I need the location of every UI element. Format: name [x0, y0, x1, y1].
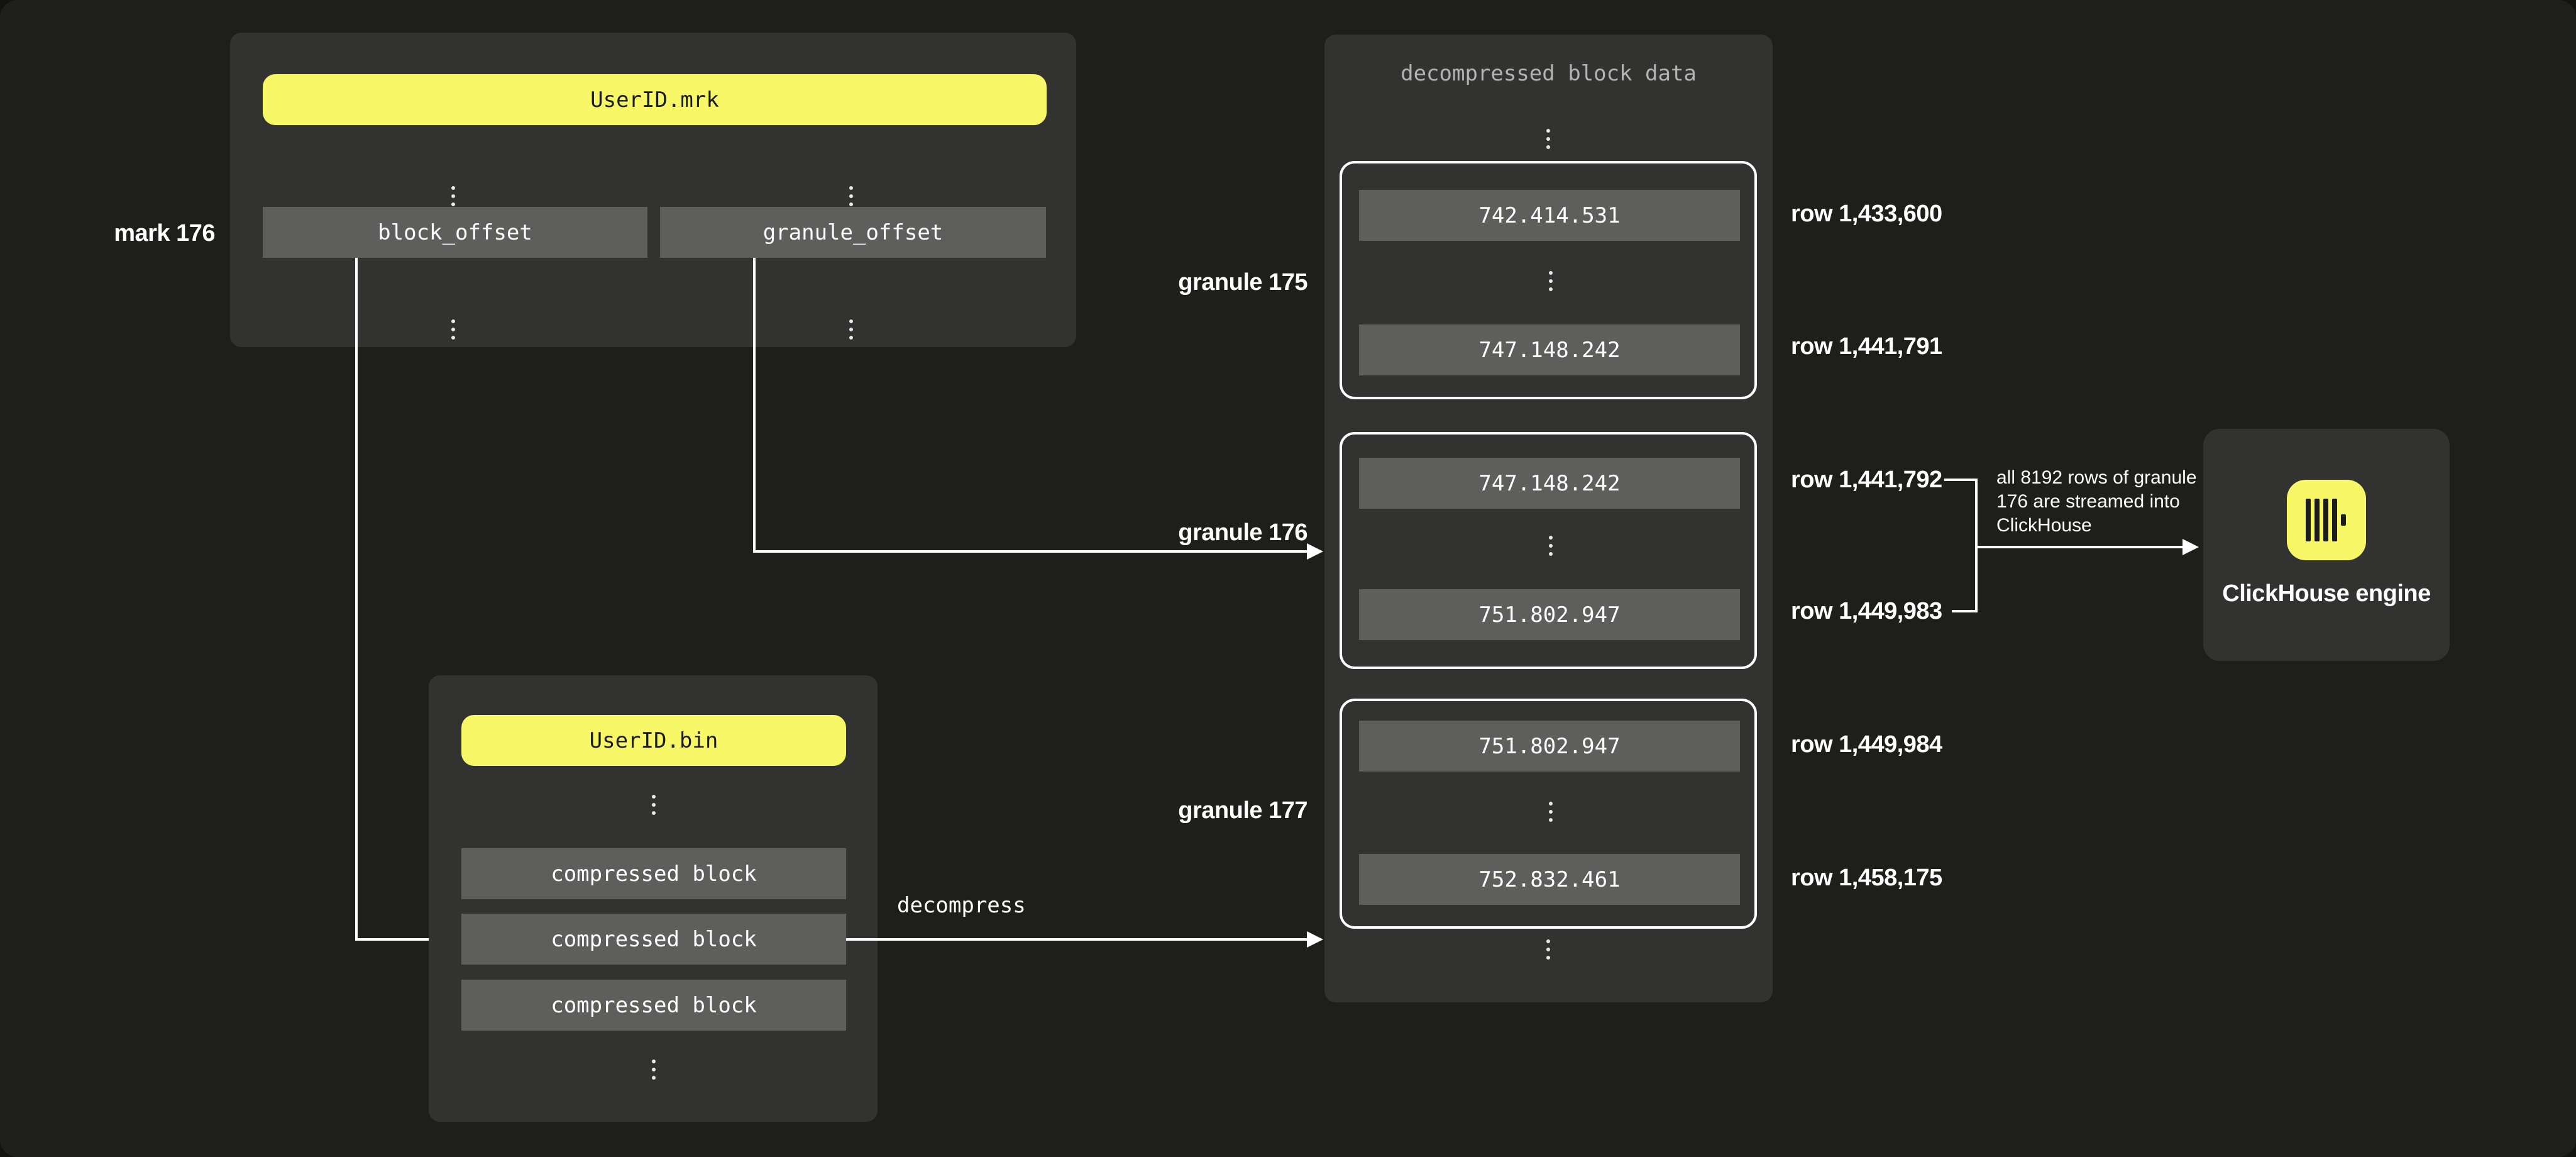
- connector-line: [355, 258, 358, 941]
- stream-annotation-line: 176 are streamed into: [1996, 491, 2180, 512]
- mark-label: mark 176: [114, 220, 215, 246]
- bin-file-panel: UserID.bin compressed block compressed b…: [429, 675, 878, 1122]
- mrk-file-panel: UserID.mrk block_offset granule_offset: [230, 33, 1076, 347]
- ellipsis-icon: [1546, 129, 1551, 149]
- granule-label-176: granule 176: [1178, 519, 1307, 546]
- compressed-block: compressed block: [461, 980, 846, 1031]
- row-label: row 1,449,983: [1791, 598, 1942, 624]
- connector-line: [753, 258, 756, 553]
- ellipsis-icon: [849, 319, 854, 340]
- granule-box-176: 747.148.242 751.802.947: [1340, 432, 1757, 669]
- value-cell: 752.832.461: [1359, 854, 1740, 905]
- ellipsis-icon: [1548, 271, 1553, 291]
- row-label: row 1,441,791: [1791, 333, 1942, 360]
- decompressed-title: decompressed block data: [1401, 61, 1697, 86]
- value-cell: 742.414.531: [1359, 190, 1740, 241]
- row-label: row 1,458,175: [1791, 865, 1942, 891]
- field-block-offset: block_offset: [263, 207, 647, 258]
- ellipsis-icon: [1546, 939, 1551, 960]
- value-cell: 747.148.242: [1359, 324, 1740, 375]
- stream-annotation: all 8192 rows of granule 176 are streame…: [1996, 466, 2197, 538]
- connector-line: [355, 938, 448, 941]
- clickhouse-engine-card: ClickHouse engine: [2203, 429, 2450, 661]
- ellipsis-icon: [451, 186, 456, 206]
- field-granule-offset: granule_offset: [660, 207, 1046, 258]
- value-cell: 751.802.947: [1359, 721, 1740, 772]
- engine-label: ClickHouse engine: [2222, 580, 2431, 607]
- bracket-line: [1952, 610, 1976, 612]
- row-label: row 1,449,984: [1791, 731, 1942, 758]
- granule-label-175: granule 175: [1178, 269, 1307, 296]
- bin-file-title: UserID.bin: [461, 715, 846, 766]
- connector-line: [846, 938, 1308, 941]
- mrk-file-title: UserID.mrk: [263, 74, 1047, 125]
- granule-box-175: 742.414.531 747.148.242: [1340, 161, 1757, 399]
- bracket-line: [1975, 479, 1978, 612]
- ellipsis-icon: [1548, 536, 1553, 556]
- granule-box-177: 751.802.947 752.832.461: [1340, 699, 1757, 929]
- compressed-block: compressed block: [461, 914, 846, 965]
- arrowhead-icon: [1307, 931, 1323, 948]
- stream-annotation-line: all 8192 rows of granule: [1996, 467, 2197, 488]
- ellipsis-icon: [849, 186, 854, 206]
- ellipsis-icon: [651, 795, 656, 815]
- connector-line: [753, 550, 1308, 553]
- arrowhead-icon: [1307, 543, 1323, 560]
- compressed-block: compressed block: [461, 848, 846, 899]
- value-cell: 747.148.242: [1359, 458, 1740, 509]
- bracket-line: [1944, 479, 1976, 481]
- arrowhead-icon: [2182, 539, 2199, 555]
- connector-line: [1975, 546, 2184, 548]
- ellipsis-icon: [651, 1060, 656, 1080]
- row-label: row 1,433,600: [1791, 201, 1942, 227]
- decompressed-panel: decompressed block data 742.414.531 747.…: [1324, 35, 1773, 1002]
- value-cell: 751.802.947: [1359, 589, 1740, 640]
- ellipsis-icon: [1548, 802, 1553, 822]
- stream-annotation-line: ClickHouse: [1996, 515, 2092, 536]
- ellipsis-icon: [451, 319, 456, 340]
- granule-label-177: granule 177: [1178, 797, 1307, 824]
- row-label: row 1,441,792: [1791, 467, 1942, 493]
- clickhouse-logo-icon: [2287, 480, 2366, 560]
- decompress-label: decompress: [897, 893, 1026, 918]
